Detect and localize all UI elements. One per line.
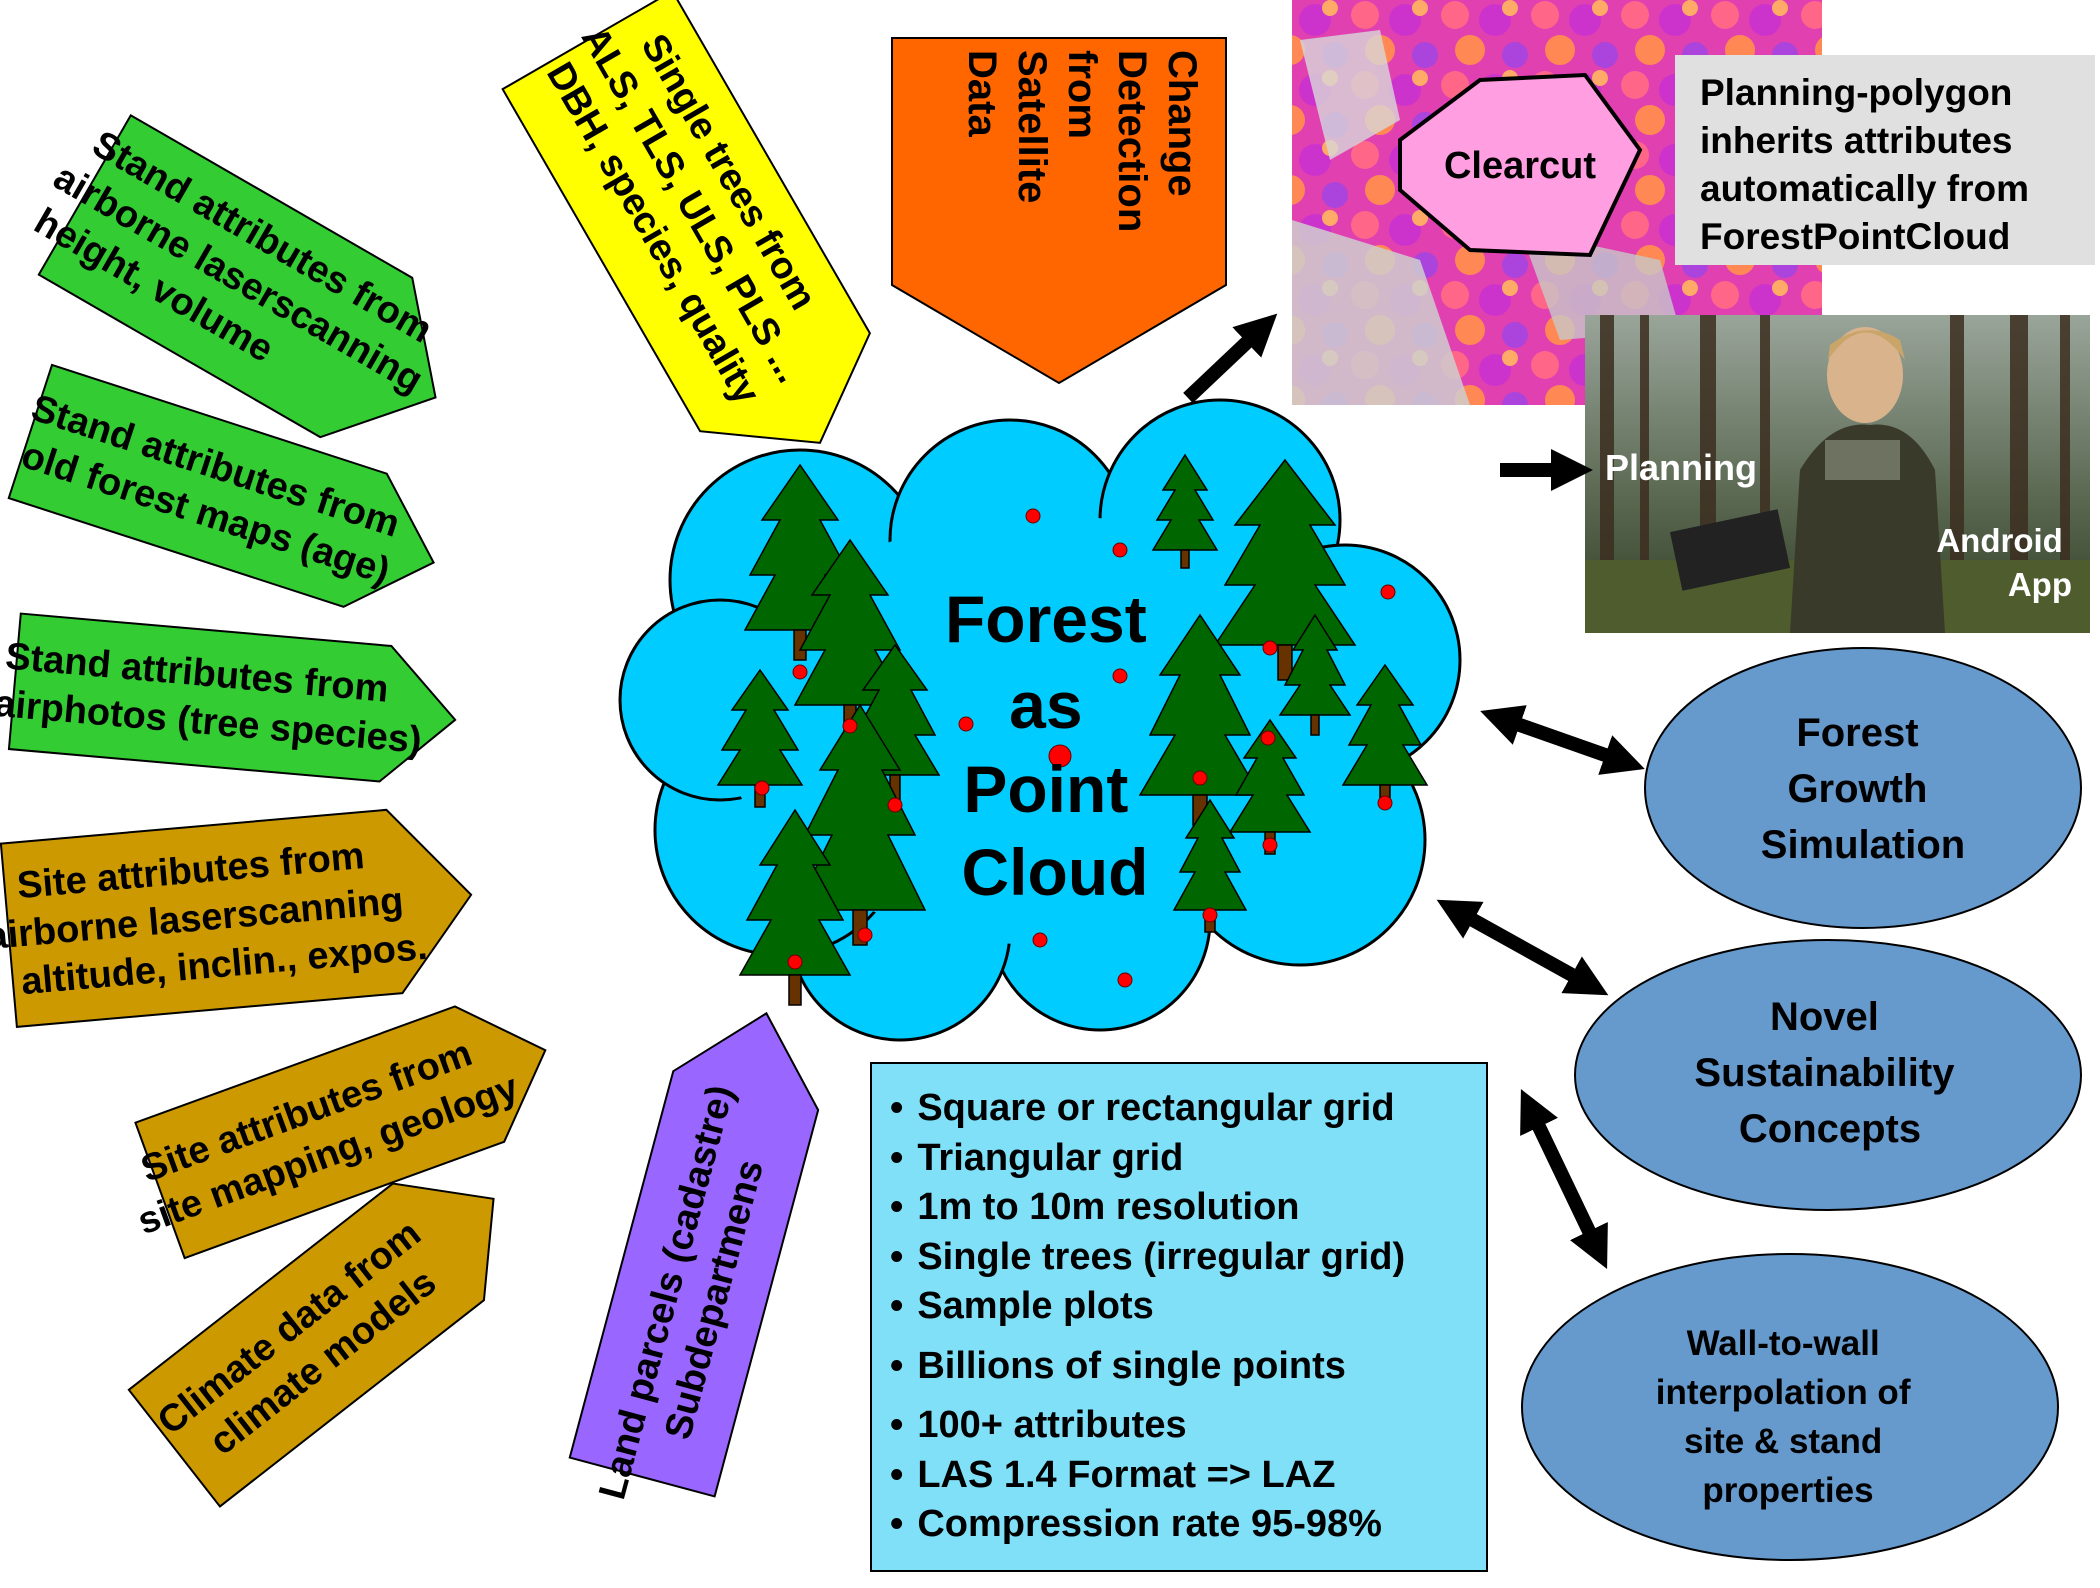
input-text: Satellite <box>1010 50 1054 203</box>
app-label: Android <box>1936 522 2062 559</box>
property-item: Billions of single points <box>890 1342 1476 1392</box>
input-text: from <box>1060 50 1104 139</box>
map-caption: ForestPointCloud <box>1700 216 2010 257</box>
property-item: Triangular grid <box>890 1134 1476 1184</box>
person-figure <box>1669 327 1945 633</box>
output-growth-simulation: Forest Growth Simulation <box>1644 647 2082 929</box>
svg-text:Change Detection: Change Detection from Satellite Data <box>960 50 1204 243</box>
property-item: LAS 1.4 Format => LAZ <box>890 1451 1476 1501</box>
svg-text:Novel Sustainability: Novel Sustainability Concepts <box>1694 995 1965 1151</box>
output-text: interpolation of <box>1656 1373 1911 1412</box>
output-text: properties <box>1702 1471 1873 1510</box>
clearcut-polygon <box>1398 72 1643 258</box>
input-arrow-change-detection: Change Detection from Satellite Data <box>891 37 1227 385</box>
output-text: Concepts <box>1739 1107 1921 1151</box>
svg-text:Forest as Point: Forest as Point Cloud <box>945 582 1165 909</box>
properties-box: Square or rectangular grid Triangular gr… <box>870 1062 1488 1572</box>
cloud-title: Forest <box>945 582 1147 656</box>
app-label: App <box>2008 566 2072 603</box>
output-sustainability-concepts: Novel Sustainability Concepts <box>1574 939 2082 1211</box>
connector-arrows <box>1183 313 1645 1269</box>
input-arrow-single-trees: Single trees from ALS, TLS, ULS, PLS ...… <box>501 0 871 444</box>
output-wall-to-wall: Wall-to-wall interpolation of site & sta… <box>1521 1253 2059 1561</box>
point-markers <box>754 508 1396 988</box>
forest-point-cloud: Forest as Point Cloud <box>618 398 1462 1042</box>
property-item: 1m to 10m resolution <box>890 1183 1476 1233</box>
output-text: Sustainability <box>1694 1051 1955 1095</box>
input-text: Detection <box>1110 50 1154 232</box>
properties-list: Square or rectangular grid Triangular gr… <box>890 1084 1476 1550</box>
output-text: Growth <box>1787 767 1927 811</box>
input-text: Change <box>1160 50 1204 197</box>
input-arrow-stand-airphotos: Stand attributes from airphotos (tree sp… <box>0 612 457 783</box>
map-caption: automatically from <box>1700 168 2029 209</box>
input-text: Data <box>960 50 1004 137</box>
svg-text:Planning-polygon inherit: Planning-polygon inherits attributes aut… <box>1700 72 2039 257</box>
cloud-title: as <box>1009 668 1082 742</box>
input-arrow-stand-maps: Stand attributes from old forest maps (a… <box>7 363 435 608</box>
property-item: Compression rate 95-98% <box>890 1500 1476 1550</box>
field-photo: Planning Android App <box>1585 315 2090 633</box>
output-text: Simulation <box>1761 823 1965 867</box>
svg-text:Forest Growth Simu: Forest Growth Simulation <box>1761 711 1965 867</box>
property-item: Single trees (irregular grid) <box>890 1233 1476 1283</box>
planning-label: Planning <box>1605 447 1757 488</box>
output-text: Forest <box>1796 711 1918 755</box>
arrow-sustainability <box>1436 899 1609 996</box>
input-arrow-site-als: Site attributes from airborne laserscann… <box>0 808 473 1028</box>
cloud-title: Cloud <box>962 835 1149 909</box>
svg-text:Android App: Android App <box>1936 522 2072 603</box>
arrow-wall-to-wall <box>1520 1089 1608 1269</box>
arrow-to-map <box>1183 313 1278 404</box>
map-caption-box <box>1675 55 2095 265</box>
property-item: Sample plots <box>890 1282 1476 1332</box>
cloud-title: Point <box>963 752 1128 826</box>
input-arrow-land-parcels: Land parcels (cadastre) Subdepartmens <box>568 1011 820 1504</box>
property-item: Square or rectangular grid <box>890 1084 1476 1134</box>
output-text: Wall-to-wall <box>1687 1324 1880 1363</box>
arrow-growth <box>1480 705 1645 775</box>
output-text: Novel <box>1770 995 1879 1039</box>
clearcut-label: Clearcut <box>1444 145 1596 187</box>
map-caption: inherits attributes <box>1700 120 2013 161</box>
property-item: 100+ attributes <box>890 1401 1476 1451</box>
map-panel: Clearcut Planning-polygon inherits attri… <box>1292 0 2095 405</box>
map-caption: Planning-polygon <box>1700 72 2012 113</box>
svg-text:Wall-to-wall interpolati: Wall-to-wall interpolation of site & sta… <box>1656 1324 1920 1510</box>
tree-icons <box>716 453 1429 1006</box>
output-text: site & stand <box>1684 1422 1882 1461</box>
